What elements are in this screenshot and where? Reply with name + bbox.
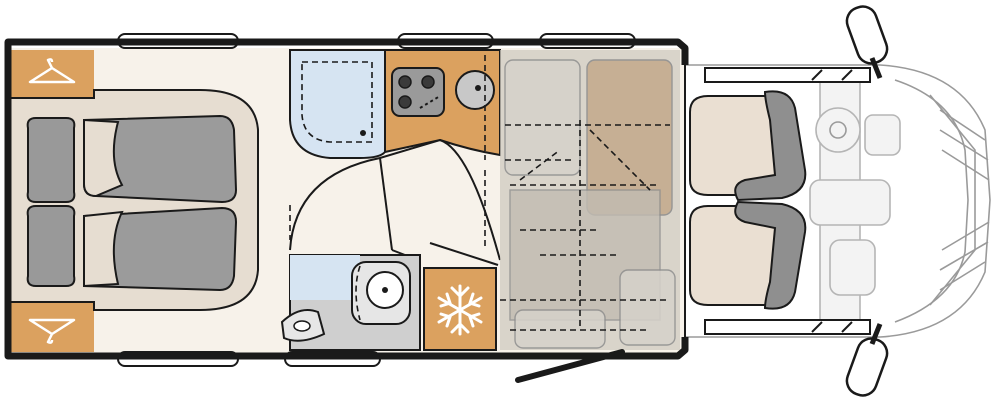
washbasin-icon — [280, 309, 326, 342]
wardrobe-bottom — [10, 302, 94, 352]
sink-icon — [455, 70, 495, 110]
body-wall — [4, 38, 689, 360]
cab-seat-driver — [689, 90, 807, 202]
duvet-bottom — [83, 206, 238, 292]
stove-burner-icon — [391, 67, 445, 117]
seat-bench-left — [504, 59, 581, 176]
mirror-top-icon — [845, 5, 889, 79]
cab-outline — [680, 64, 991, 338]
driver-cab — [680, 5, 991, 397]
windscreen-grille — [939, 109, 990, 291]
steering-wheel-icon — [815, 107, 861, 153]
cab-console — [809, 179, 891, 226]
cab-step-top — [704, 67, 871, 83]
hanger-icon — [28, 318, 76, 344]
mirror-bottom-icon — [845, 323, 889, 397]
toilet-icon — [351, 261, 411, 325]
snowflake-icon — [437, 284, 483, 336]
dinette-seating — [484, 50, 680, 350]
pillow-top — [26, 117, 76, 203]
hanger-icon — [28, 58, 76, 84]
pillow-bottom — [26, 205, 76, 287]
cab-step-bottom — [704, 319, 871, 335]
cab-seat-passenger — [689, 200, 807, 310]
wardrobe-top — [10, 50, 94, 98]
bed — [26, 114, 238, 292]
